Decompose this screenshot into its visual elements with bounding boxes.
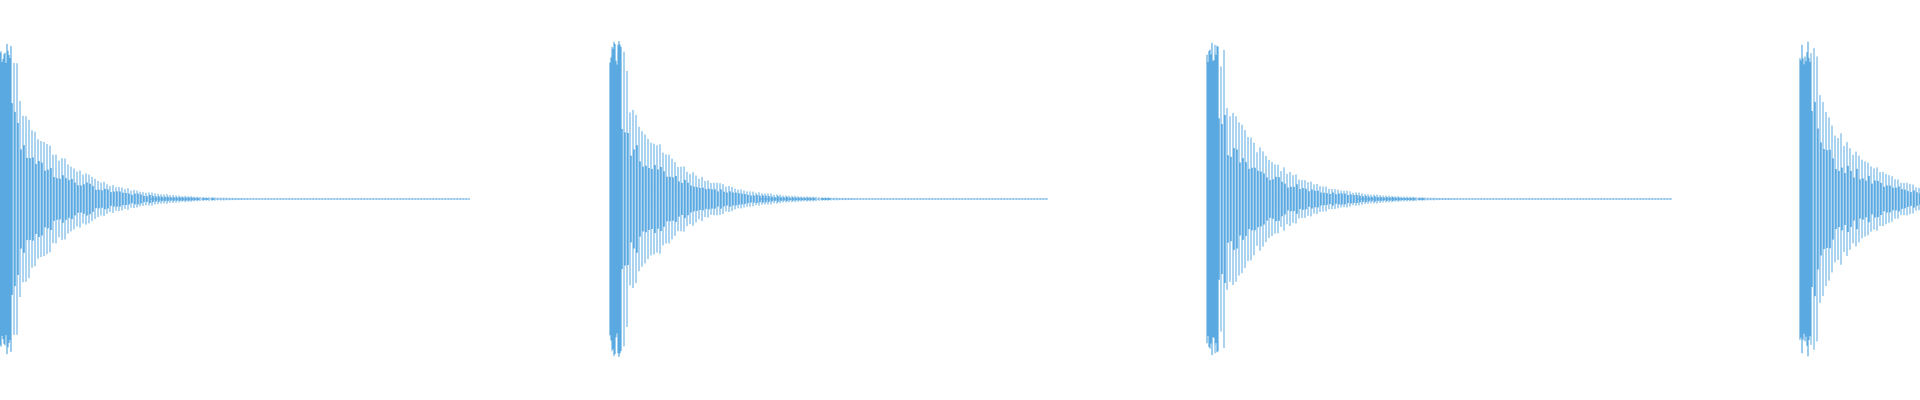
waveform-decay — [1801, 48, 1920, 350]
waveform-hit-2 — [609, 41, 1048, 357]
waveform-hit-3 — [1206, 42, 1672, 356]
waveform-hits — [0, 41, 1920, 357]
waveform-hit-4 — [1799, 41, 1920, 357]
waveform-hit-1 — [0, 43, 470, 355]
waveform-body — [1802, 101, 1920, 297]
